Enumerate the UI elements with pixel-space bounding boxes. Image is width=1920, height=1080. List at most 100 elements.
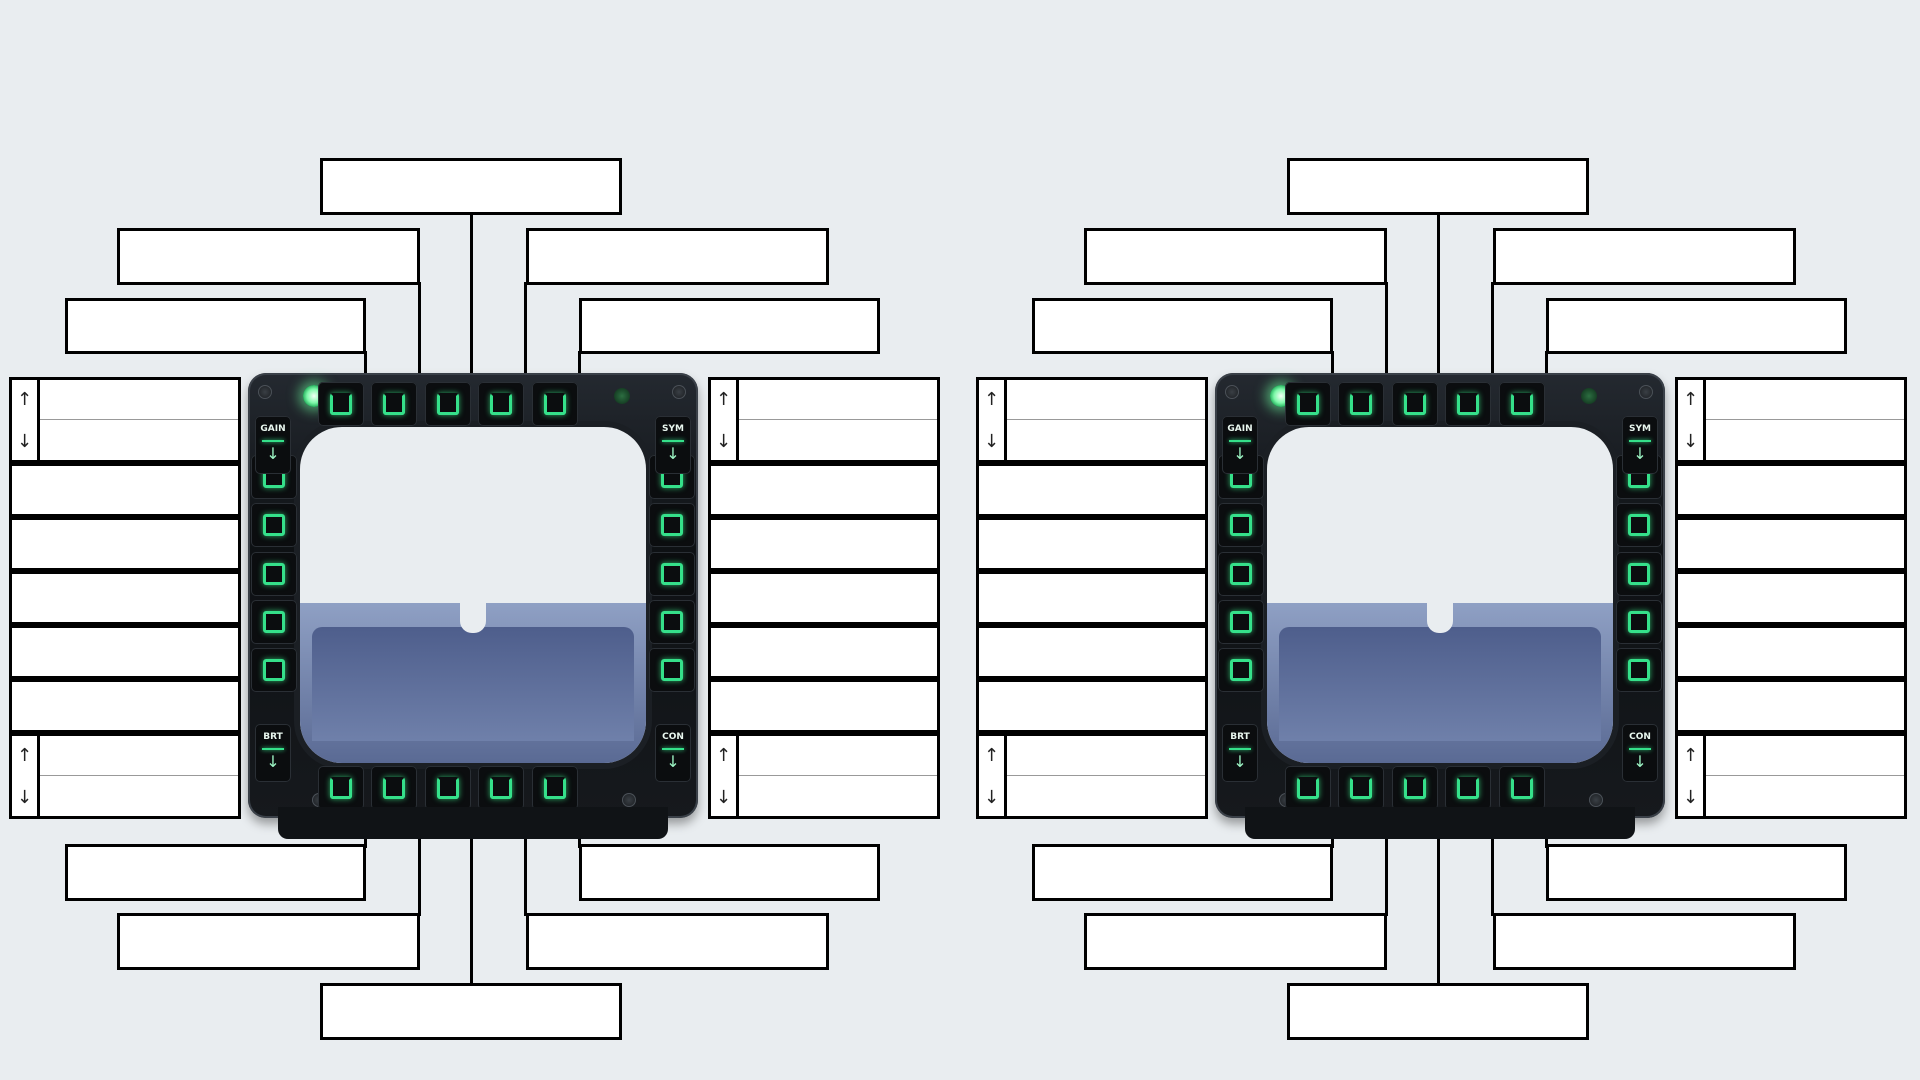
osb-bottom-4-label-input[interactable] [1496,916,1793,967]
osb-right-3-button[interactable] [1616,552,1662,596]
osb-bottom-2-label-input[interactable] [1087,916,1384,967]
sym-rocker-label-up-input[interactable] [739,380,937,420]
osb-right-3-button[interactable] [649,552,695,596]
con-rocker-switch[interactable]: CON↓ [655,724,691,782]
con-rocker-label-down-input[interactable] [1706,776,1904,816]
osb-left-2-button[interactable] [251,503,297,547]
osb-top-1-label-input[interactable] [1035,301,1330,351]
osb-left-4-button[interactable] [1218,600,1264,644]
osb-bottom-2-label-input[interactable] [120,916,417,967]
osb-bottom-5-button[interactable] [1499,766,1545,810]
gain-rocker-label-down-input[interactable] [40,420,238,460]
osb-right-1-label-input[interactable] [1678,466,1904,514]
con-rocker-label-up-input[interactable] [1706,736,1904,776]
sym-rocker-label-up-input[interactable] [1706,380,1904,420]
osb-top-3-button[interactable] [1392,382,1438,426]
osb-bottom-4-button[interactable] [1445,766,1491,810]
sym-rocker-switch[interactable]: SYM↓ [1622,416,1658,474]
brt-rocker-label-down-input[interactable] [40,776,238,816]
osb-left-5-button[interactable] [1218,648,1264,692]
osb-bottom-5-button[interactable] [532,766,578,810]
osb-bottom-1-label-input[interactable] [68,847,363,898]
osb-left-2-label-input[interactable] [979,520,1205,568]
osb-left-4-label-input[interactable] [12,628,238,676]
osb-right-4-label-input[interactable] [1678,628,1904,676]
gain-rocker-switch[interactable]: GAIN↓ [255,416,291,474]
osb-right-5-label-input[interactable] [711,682,937,730]
osb-left-5-label-input[interactable] [12,682,238,730]
osb-top-3-label-input[interactable] [323,161,619,212]
osb-right-4-button[interactable] [1616,600,1662,644]
osb-bottom-5-label-input[interactable] [1549,847,1844,898]
osb-bottom-1-button[interactable] [1285,766,1331,810]
osb-top-1-label-input[interactable] [68,301,363,351]
osb-top-1-button[interactable] [1285,382,1331,426]
osb-left-5-button[interactable] [251,648,297,692]
osb-top-2-label-input[interactable] [120,231,417,282]
gain-rocker-label-up-input[interactable] [1007,380,1205,420]
brt-rocker-label-up-input[interactable] [1007,736,1205,776]
brt-rocker-switch[interactable]: BRT↓ [1222,724,1258,782]
osb-right-5-button[interactable] [1616,648,1662,692]
osb-top-5-button[interactable] [532,382,578,426]
sym-rocker-label-down-input[interactable] [1706,420,1904,460]
gain-rocker-label-down-input[interactable] [1007,420,1205,460]
osb-bottom-3-label-input[interactable] [323,986,619,1037]
osb-right-2-label-input[interactable] [1678,520,1904,568]
osb-top-3-label-input[interactable] [1290,161,1586,212]
osb-bottom-1-label-input[interactable] [1035,847,1330,898]
osb-bottom-5-label-input[interactable] [582,847,877,898]
brt-rocker-label-up-input[interactable] [40,736,238,776]
osb-left-4-label-input[interactable] [979,628,1205,676]
gain-rocker-switch[interactable]: GAIN↓ [1222,416,1258,474]
osb-right-3-label-input[interactable] [1678,574,1904,622]
sym-rocker-switch[interactable]: SYM↓ [655,416,691,474]
osb-top-4-button[interactable] [478,382,524,426]
osb-bottom-2-button[interactable] [1338,766,1384,810]
osb-left-1-label-input[interactable] [979,466,1205,514]
osb-top-4-button[interactable] [1445,382,1491,426]
osb-top-1-button[interactable] [318,382,364,426]
osb-right-2-button[interactable] [649,503,695,547]
brt-rocker-label-down-input[interactable] [1007,776,1205,816]
osb-top-5-button[interactable] [1499,382,1545,426]
osb-left-3-button[interactable] [1218,552,1264,596]
osb-left-3-button[interactable] [251,552,297,596]
osb-top-2-button[interactable] [1338,382,1384,426]
osb-left-5-label-input[interactable] [979,682,1205,730]
osb-bottom-4-button[interactable] [478,766,524,810]
con-rocker-label-up-input[interactable] [739,736,937,776]
osb-left-3-label-input[interactable] [979,574,1205,622]
osb-top-2-label-input[interactable] [1087,231,1384,282]
osb-right-4-label-input[interactable] [711,628,937,676]
osb-right-4-button[interactable] [649,600,695,644]
osb-right-2-label-input[interactable] [711,520,937,568]
osb-right-1-label-input[interactable] [711,466,937,514]
osb-bottom-3-button[interactable] [1392,766,1438,810]
osb-right-5-label-input[interactable] [1678,682,1904,730]
brt-rocker-switch[interactable]: BRT↓ [255,724,291,782]
osb-left-3-label-input[interactable] [12,574,238,622]
osb-bottom-2-button[interactable] [371,766,417,810]
gain-rocker-label-up-input[interactable] [40,380,238,420]
sym-rocker-label-down-input[interactable] [739,420,937,460]
con-rocker-label-down-input[interactable] [739,776,937,816]
osb-left-1-label-input[interactable] [12,466,238,514]
osb-right-2-button[interactable] [1616,503,1662,547]
osb-right-3-label-input[interactable] [711,574,937,622]
osb-bottom-4-label-input[interactable] [529,916,826,967]
osb-left-2-label-input[interactable] [12,520,238,568]
osb-top-3-button[interactable] [425,382,471,426]
osb-top-2-button[interactable] [371,382,417,426]
con-rocker-switch[interactable]: CON↓ [1622,724,1658,782]
osb-bottom-3-label-input[interactable] [1290,986,1586,1037]
osb-top-4-label-input[interactable] [529,231,826,282]
osb-top-4-label-input[interactable] [1496,231,1793,282]
osb-right-5-button[interactable] [649,648,695,692]
osb-left-4-button[interactable] [251,600,297,644]
osb-left-2-button[interactable] [1218,503,1264,547]
osb-top-5-label-input[interactable] [582,301,877,351]
osb-top-5-label-input[interactable] [1549,301,1844,351]
osb-bottom-1-button[interactable] [318,766,364,810]
osb-bottom-3-button[interactable] [425,766,471,810]
